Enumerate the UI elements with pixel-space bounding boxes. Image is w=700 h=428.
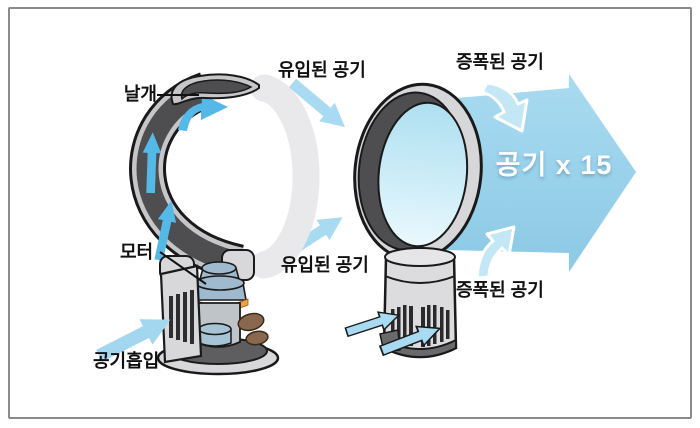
wall-vent-slats bbox=[169, 290, 194, 344]
motor-assembly bbox=[192, 261, 247, 301]
inflow-air-label-bottom: 유입된 공기 bbox=[281, 255, 369, 275]
amplified-air-arrow-bottom bbox=[475, 225, 516, 280]
amplified-air-arrow-top bbox=[480, 81, 529, 133]
output-air-arrow bbox=[446, 74, 636, 272]
blade-airfoil bbox=[170, 73, 260, 106]
front-wall bbox=[159, 264, 203, 364]
rubber-pads bbox=[237, 312, 269, 346]
blade-label: 날개 bbox=[123, 84, 157, 104]
inflow-air-label-top: 유입된 공기 bbox=[278, 60, 366, 80]
lower-motor-cylinder bbox=[198, 322, 232, 347]
fan-ring bbox=[353, 82, 483, 262]
motor-pointer-line bbox=[159, 251, 207, 285]
amplified-air-label-top: 증폭된 공기 bbox=[456, 52, 544, 72]
air-intake-label: 공기흡입 bbox=[93, 351, 160, 371]
label-pointer-lines bbox=[157, 94, 207, 285]
airflow-arrow-exit bbox=[178, 94, 228, 131]
motor-label: 모터 bbox=[120, 242, 154, 262]
air-times-15-label: 공기 x 15 bbox=[495, 150, 613, 180]
amplified-air-label-bottom: 증폭된 공기 bbox=[456, 280, 544, 300]
ring-back-loop bbox=[250, 74, 320, 279]
base-cutaway bbox=[156, 249, 280, 376]
